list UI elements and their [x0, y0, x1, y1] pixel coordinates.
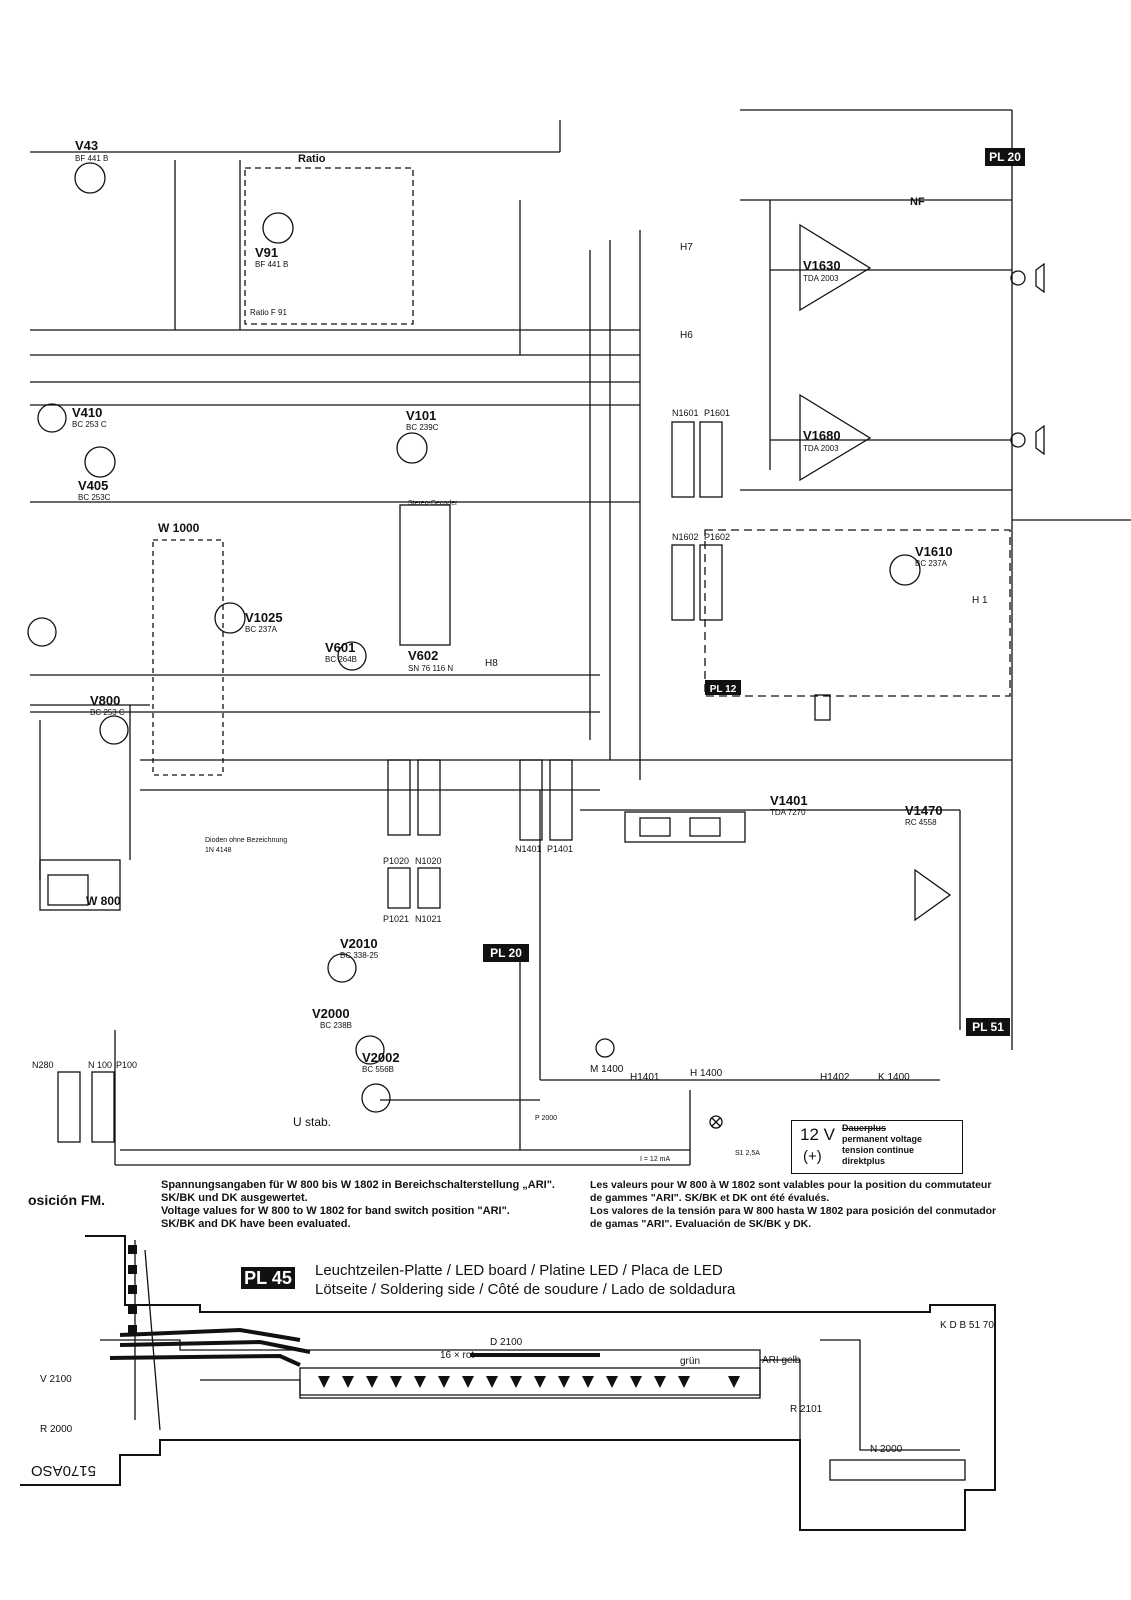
component-ref: V2000: [312, 1006, 350, 1021]
connector-label: N1021: [415, 914, 442, 924]
component-type: BC 238B: [320, 1021, 352, 1030]
component-ref: V43: [75, 138, 98, 153]
switch-label: M 1400: [590, 1064, 624, 1075]
switch-label: H 1400: [690, 1068, 723, 1079]
connector-label: N280: [32, 1060, 54, 1070]
connector-label: N 100: [88, 1060, 112, 1070]
component-type: BC 264B: [325, 655, 357, 664]
panel-tag-pl51: PL 51: [972, 1020, 1004, 1034]
board-label: D 2100: [490, 1337, 523, 1348]
text-note: 1N 4148: [205, 847, 232, 854]
pl45-subtitle: Lötseite / Soldering side / Côté de soud…: [315, 1281, 736, 1298]
section-label-ratio-f91: Ratio F 91: [250, 308, 287, 317]
component-type: BF 441 B: [75, 154, 108, 163]
section-label-stereo-decoder: Stereo-Decoder: [408, 500, 458, 507]
switch-label: H8: [485, 658, 498, 669]
switch-label: H7: [680, 242, 693, 253]
component-ref: V1610: [915, 544, 953, 559]
connector-label: P1401: [547, 844, 573, 854]
component-ref: V2010: [340, 936, 378, 951]
switch-label: H1402: [820, 1072, 850, 1083]
text-note: S1 2,5A: [735, 1150, 760, 1157]
component-type: BC 253 C: [90, 708, 125, 717]
component-ref: V91: [255, 245, 278, 260]
connector-label: P1602: [704, 532, 730, 542]
supply-title: Dauerplus: [842, 1123, 887, 1133]
connector-label: N1401: [515, 844, 542, 854]
supply-line: tension continue: [842, 1145, 914, 1155]
component-ref: V1630: [803, 258, 841, 273]
pl45-title: Leuchtzeilen-Platte / LED board / Platin…: [315, 1262, 723, 1279]
connector-label: P100: [116, 1060, 137, 1070]
component-ref: V405: [78, 478, 108, 493]
component-type: BC 253C: [78, 493, 111, 502]
switch-label: W 1000: [158, 521, 200, 535]
switch-label: K 1400: [878, 1072, 910, 1083]
board-label: V 2100: [40, 1374, 72, 1385]
component-ref: V1470: [905, 803, 943, 818]
board-label: ARI gelb: [762, 1355, 801, 1366]
board-code: K D B 51 70: [940, 1320, 994, 1331]
component-type: TDA 7270: [770, 808, 806, 817]
component-type: BC 239C: [406, 423, 439, 432]
panel-tag-pl12: PL 12: [710, 684, 737, 695]
board-label: R 2000: [40, 1424, 73, 1435]
supply-line: direktplus: [842, 1156, 886, 1166]
pl45-tag: PL 45: [241, 1267, 295, 1289]
component-ref: V601: [325, 640, 355, 655]
component-ref: V602: [408, 648, 438, 663]
component-type: RC 4558: [905, 818, 937, 827]
board-label: R 2101: [790, 1404, 823, 1415]
panel-tag-pl20-mid: PL 20: [490, 946, 522, 960]
supply-voltage: 12 V: [800, 1125, 835, 1144]
switch-label: H1401: [630, 1072, 660, 1083]
supply-info-box: [791, 1120, 963, 1174]
component-type: BC 253 C: [72, 420, 107, 429]
fm-position-fragment: osición FM.: [28, 1192, 105, 1208]
text-note: U stab.: [293, 1115, 331, 1129]
section-label-nf: NF: [910, 196, 925, 208]
component-ref: V800: [90, 693, 120, 708]
connector-label: P1021: [383, 914, 409, 924]
component-ref: V410: [72, 405, 102, 420]
voltage-note-fr-es: Les valeurs pour W 800 à W 1802 sont val…: [590, 1179, 997, 1230]
component-type: BC 237A: [245, 625, 278, 634]
component-ref: V101: [406, 408, 436, 423]
component-type: BC 338-25: [340, 951, 379, 960]
board-label: N 2000: [870, 1444, 903, 1455]
supply-line: permanent voltage: [842, 1134, 923, 1144]
component-type: BC 237A: [915, 559, 948, 568]
component-ref: V1401: [770, 793, 808, 808]
component-type: BF 441 B: [255, 260, 288, 269]
switch-label: H 1: [972, 595, 988, 606]
board-label: grün: [680, 1356, 700, 1367]
component-ref: V1025: [245, 610, 283, 625]
connector-label: N1602: [672, 532, 699, 542]
switch-label: H6: [680, 330, 693, 341]
component-type: BC 556B: [362, 1065, 394, 1074]
component-type: TDA 2003: [803, 274, 839, 283]
component-ref: V1680: [803, 428, 841, 443]
connector-label: P1020: [383, 856, 409, 866]
connector-label: N1601: [672, 408, 699, 418]
text-note: P 2000: [535, 1115, 557, 1122]
text-note: I = 12 mA: [640, 1156, 670, 1163]
panel-tag-pl20-top: PL 20: [989, 150, 1021, 164]
component-type: SN 76 116 N: [408, 664, 453, 673]
voltage-note-de-en: Spannungsangaben für W 800 bis W 1802 in…: [161, 1179, 555, 1230]
component-ref: V2002: [362, 1050, 400, 1065]
section-label-ratio: Ratio: [298, 153, 326, 165]
component-type: TDA 2003: [803, 444, 839, 453]
connector-label: N1020: [415, 856, 442, 866]
switch-label: W 800: [86, 894, 121, 908]
board-label: 16 × rot: [440, 1350, 474, 1361]
board-label-mirrored: 5170ASO: [31, 1462, 96, 1479]
supply-polarity: (+): [803, 1148, 822, 1165]
connector-label: P1601: [704, 408, 730, 418]
text-note: Dioden ohne Bezeichnung: [205, 837, 287, 844]
